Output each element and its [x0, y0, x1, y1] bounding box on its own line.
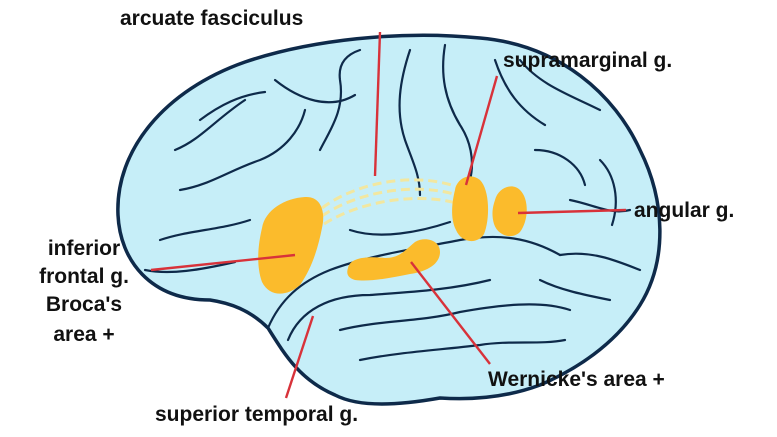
label-arcuate-fasciculus: arcuate fasciculus: [120, 6, 303, 31]
supramarginal-gyrus-region: [452, 176, 488, 241]
label-inferior: inferior: [22, 236, 146, 261]
label-supramarginal-gyrus: supramarginal g.: [503, 48, 672, 73]
label-wernicke-area: Wernicke's area +: [488, 367, 665, 392]
label-superior-temporal-gyrus: superior temporal g.: [155, 402, 358, 427]
label-frontal-g: frontal g.: [22, 264, 146, 289]
label-angular-gyrus: angular g.: [634, 198, 734, 223]
label-brocas: Broca's: [22, 292, 146, 317]
brain-outline: [118, 35, 660, 404]
label-area-plus: area +: [22, 322, 146, 347]
